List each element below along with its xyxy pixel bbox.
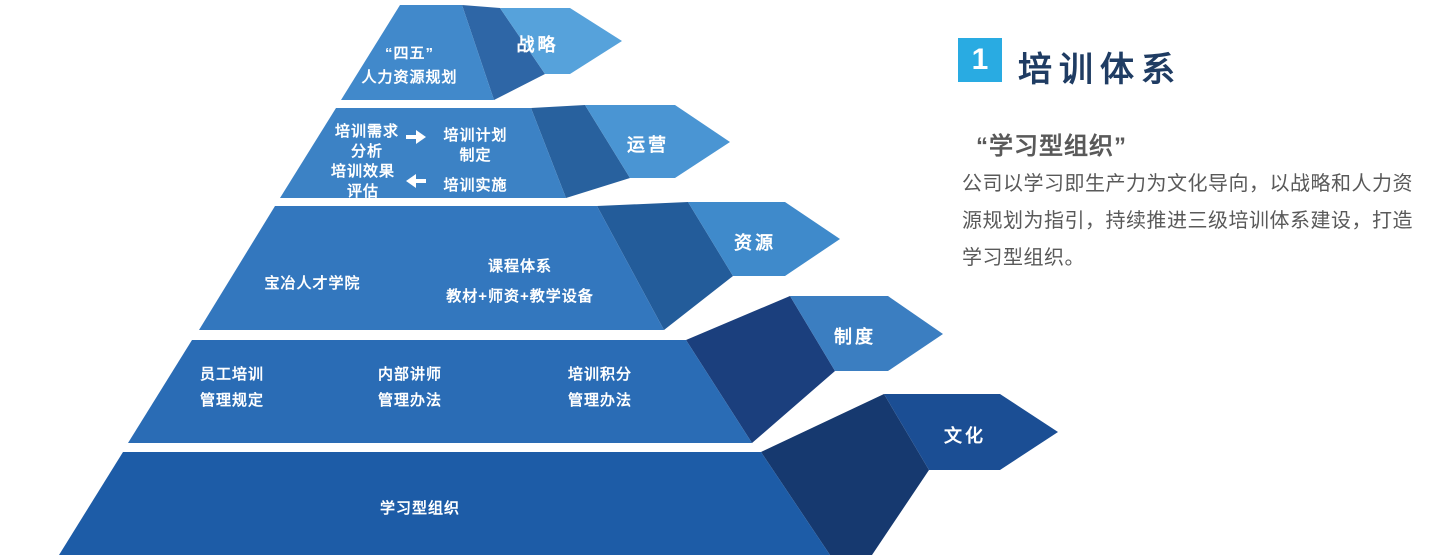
- arrow-left-icon: [404, 174, 428, 188]
- arrow-right-icon: [404, 130, 428, 144]
- level-1-content-line1: “四五”: [384, 45, 434, 62]
- arrow-tail: [406, 135, 416, 139]
- level-3-curriculum: 课程体系 教材+师资+教学设备: [420, 252, 620, 312]
- section-title: 培训体系: [1018, 51, 1182, 89]
- level-1-content-line2: 人力资源规划: [361, 69, 458, 86]
- level-1-content: “四五” 人力资源规划: [337, 42, 482, 90]
- item-2-line2: 管理办法: [378, 392, 443, 409]
- section-description: 公司以学习即生产力为文化导向，以战略和人力资源规划为指引，持续推进三级培训体系建…: [962, 173, 1413, 269]
- tag-label-culture: 文化: [944, 426, 986, 446]
- cell-a-line1: 培训需求: [334, 123, 399, 140]
- level-2-cell-effect-evaluation: 培训效果 评估: [318, 162, 408, 202]
- cell-c-line1: 培训效果: [330, 163, 395, 180]
- level-3-academy: 宝冶人才学院: [264, 275, 361, 292]
- level-4-item-training-points: 培训积分 管理办法: [568, 362, 632, 414]
- arrow-head: [416, 130, 426, 144]
- item-3-line1: 培训积分: [568, 366, 633, 383]
- cell-c-line2: 评估: [346, 183, 379, 200]
- arrow-tail: [416, 179, 426, 183]
- level-4-item-employee-training: 员工培训 管理规定: [200, 362, 264, 414]
- cell-b-line1: 培训计划: [443, 127, 508, 144]
- level-5-content: 学习型组织: [379, 500, 460, 517]
- tag-label-operations: 运营: [627, 135, 669, 155]
- cell-a-line2: 分析: [350, 143, 383, 160]
- tag-label-institution: 制度: [834, 327, 876, 347]
- item-1-line1: 员工培训: [200, 366, 265, 383]
- item-2-line1: 内部讲师: [378, 366, 443, 383]
- level-2-cell-plan: 培训计划 制定: [428, 126, 523, 166]
- item-3-line2: 管理办法: [568, 392, 633, 409]
- cell-d: 培训实施: [443, 177, 508, 194]
- section-number-badge: 1: [958, 38, 1002, 82]
- item-1-line2: 管理规定: [200, 392, 265, 409]
- tag-label-resources: 资源: [734, 233, 776, 253]
- curriculum-line1: 课程体系: [487, 258, 552, 275]
- curriculum-line2: 教材+师资+教学设备: [446, 288, 594, 305]
- level-2-cell-need-analysis: 培训需求 分析: [322, 122, 412, 162]
- level-2-cell-implementation: 培训实施: [428, 176, 523, 196]
- tag-label-strategy: 战略: [516, 35, 559, 55]
- section-subtitle: “学习型组织”: [976, 133, 1127, 160]
- cell-b-line2: 制定: [459, 147, 492, 164]
- level-4-item-internal-lecturer: 内部讲师 管理办法: [378, 362, 442, 414]
- arrow-head: [406, 174, 416, 188]
